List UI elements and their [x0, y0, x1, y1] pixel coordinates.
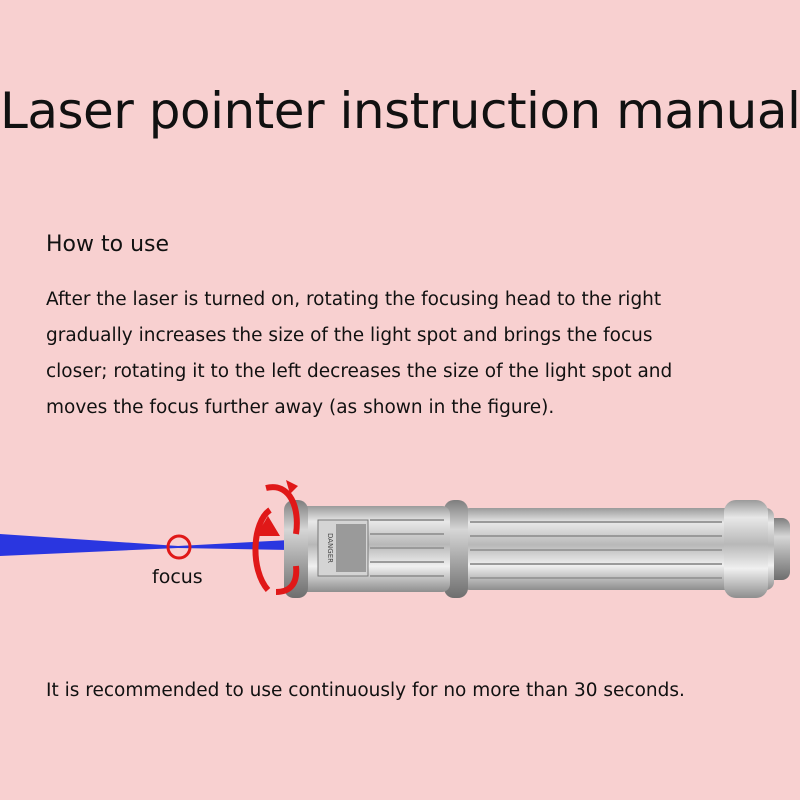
rotation-arrow-icon [252, 484, 300, 595]
instruction-line: gradually increases the size of the ligh… [46, 325, 653, 346]
focus-label: focus [152, 566, 203, 588]
instruction-line: moves the focus further away (as shown i… [46, 397, 555, 418]
laser-pointer-device: DANGER [284, 500, 790, 598]
instruction-line: After the laser is turned on, rotating t… [46, 289, 662, 310]
usage-recommendation: It is recommended to use continuously fo… [46, 680, 685, 701]
danger-label: DANGER [326, 533, 334, 563]
instruction-text: After the laser is turned on, rotating t… [46, 282, 766, 426]
page-title: Laser pointer instruction manual [0, 82, 800, 140]
laser-figure: DANGER [0, 480, 790, 598]
rotation-arrowhead-icon [256, 516, 280, 536]
section-heading: How to use [46, 232, 170, 257]
focus-marker-circle [166, 534, 192, 560]
rotation-arrowhead-icon [286, 480, 298, 494]
instruction-line: closer; rotating it to the left decrease… [46, 361, 673, 382]
laser-beam [0, 534, 290, 556]
